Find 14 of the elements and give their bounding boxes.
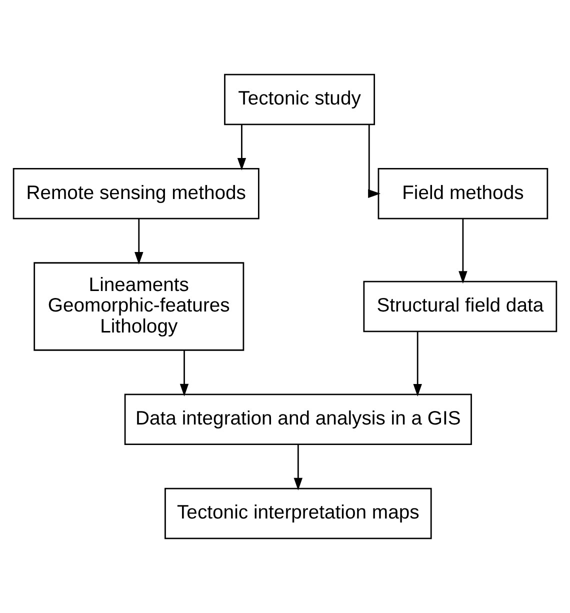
- arrow: [368, 124, 381, 198]
- node-box: Field methods: [378, 168, 548, 220]
- node-box: Lineaments Geomorphic-features Lithology: [34, 262, 244, 351]
- node-box: Data integration and analysis in a GIS: [124, 394, 472, 445]
- node-box: Tectonic study: [224, 74, 376, 126]
- arrow: [294, 444, 303, 490]
- arrow: [180, 350, 189, 396]
- node-box: Structural field data: [363, 280, 558, 332]
- arrow: [413, 332, 422, 396]
- arrow: [237, 124, 246, 170]
- node-box: Tectonic interpretation maps: [164, 488, 432, 540]
- node-box: Remote sensing methods: [12, 168, 260, 220]
- arrow: [134, 218, 144, 265]
- arrow: [458, 218, 468, 284]
